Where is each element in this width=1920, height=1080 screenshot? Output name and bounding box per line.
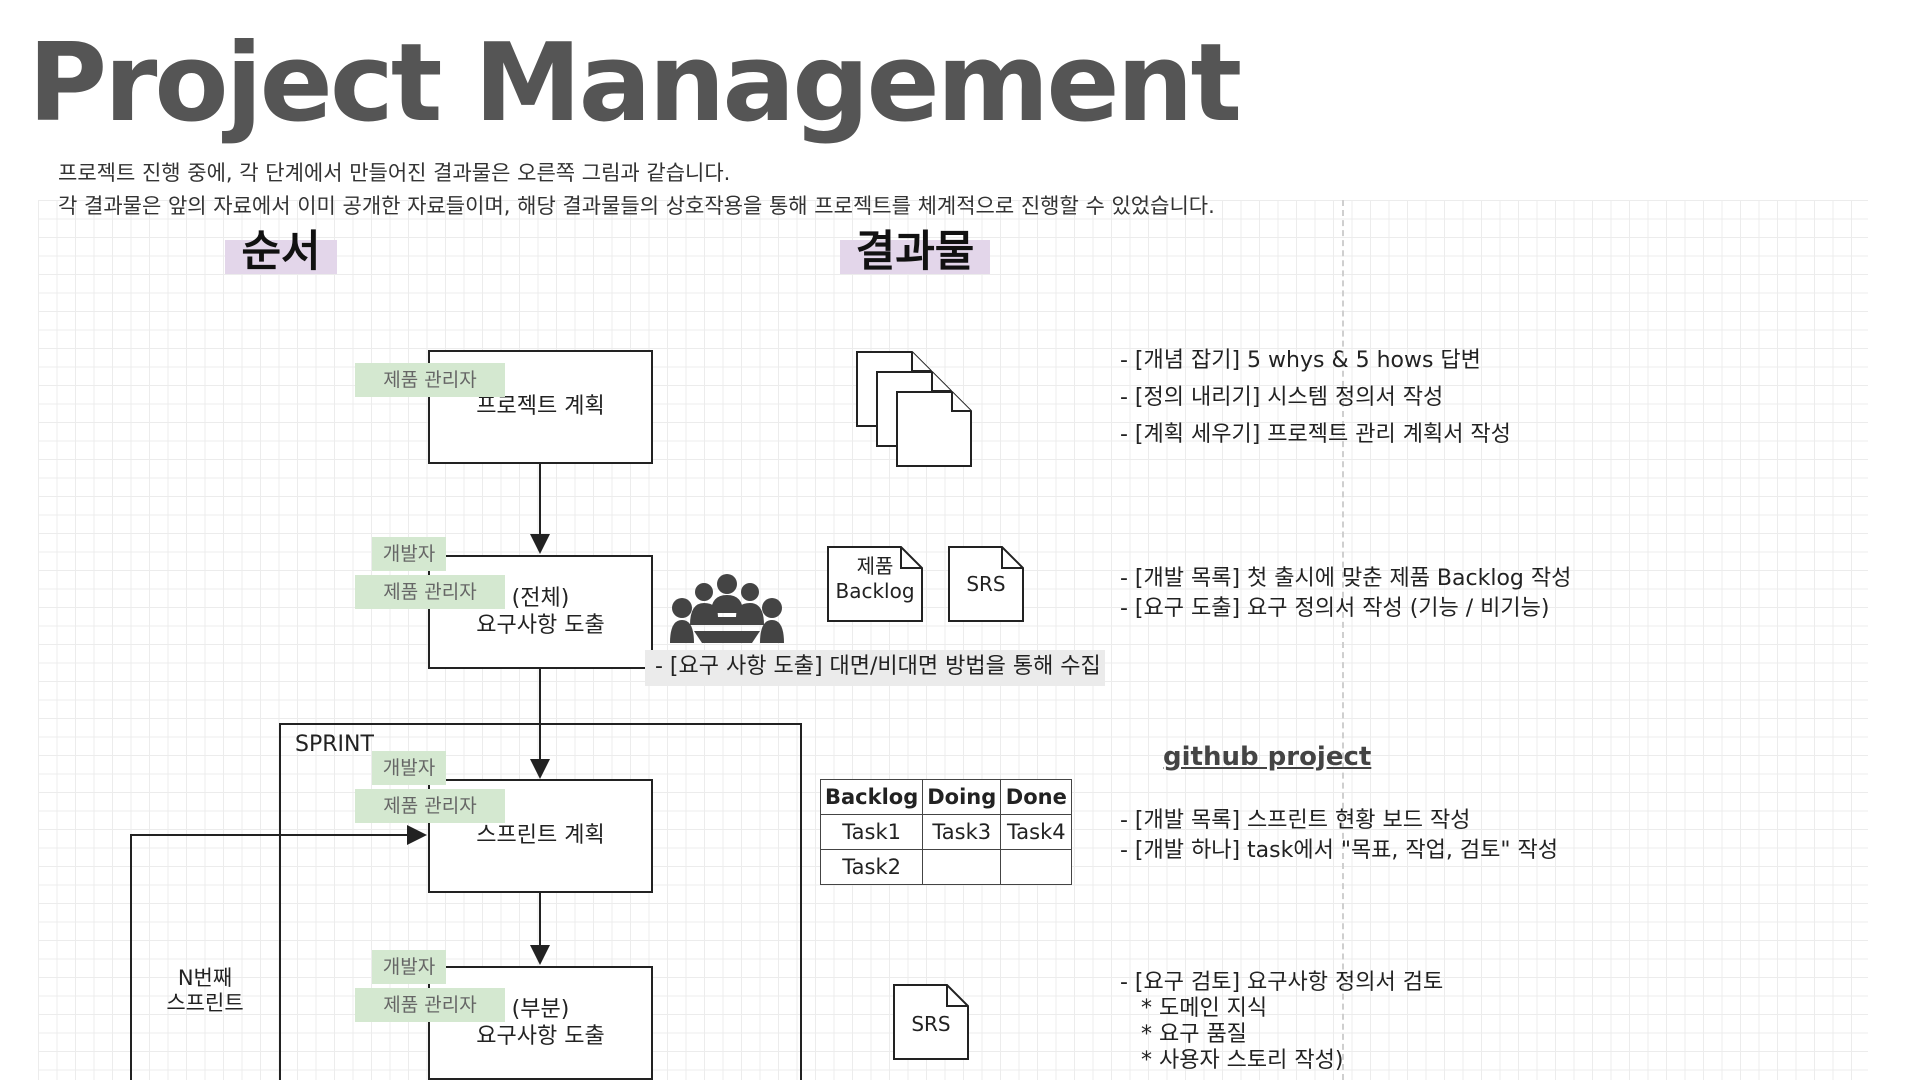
board-cell — [1000, 849, 1073, 885]
page-title: Project Management — [28, 21, 1242, 146]
board-cell: Task3 — [922, 814, 1002, 850]
order-header-highlight — [225, 240, 337, 274]
outputs-header: 결과물 — [855, 227, 975, 277]
loop-label: N번째 스프린트 — [166, 966, 244, 1016]
srs-doc-icon-2: SRS — [893, 984, 969, 1060]
dashed-divider — [1342, 200, 1344, 1080]
role-tag-pm: 제품 관리자 — [355, 575, 505, 609]
gathering-note: - [요구 사항 도출] 대면/비대면 방법을 통해 수집 — [655, 654, 1101, 679]
table-row: Task2 — [819, 849, 1073, 885]
note-review-2: * 도메인 지식 — [1120, 996, 1268, 1021]
note-sprint-1: - [개발 목록] 스프린트 현황 보드 작성 — [1120, 808, 1471, 833]
note-sprint-2: - [개발 하나] task에서 "목표, 작업, 검토" 작성 — [1120, 838, 1558, 863]
sprint-board-table: Backlog Doing Done Task1 Task3 Task4 Tas… — [819, 779, 1073, 885]
step-full-requirements: (전체) 요구사항 도출 — [428, 555, 653, 669]
table-row: Task1 Task3 Task4 — [819, 814, 1073, 850]
board-cell: Task1 — [819, 814, 924, 850]
note-req-1: - [개발 목록] 첫 출시에 맞춘 제품 Backlog 작성 — [1120, 566, 1572, 591]
srs-doc-icon: SRS — [948, 546, 1024, 622]
github-project-link[interactable]: github project — [1163, 742, 1372, 772]
role-tag-dev: 개발자 — [372, 537, 446, 571]
product-backlog-doc-label: 제품 Backlog — [835, 554, 915, 603]
outputs-header-highlight — [840, 240, 990, 274]
sprint-frame — [279, 723, 802, 1080]
step-sprint-plan: 스프린트 계획 — [428, 779, 653, 893]
srs-doc-label-2: SRS — [911, 1012, 951, 1036]
note-review-4: * 사용자 스토리 작성) — [1120, 1048, 1344, 1073]
board-cell: Task4 — [1000, 814, 1073, 850]
role-tag-pm: 제품 관리자 — [355, 789, 505, 823]
step-partial-requirements: (부분) 요구사항 도출 — [428, 966, 653, 1080]
board-header-doing: Doing — [922, 779, 1002, 815]
role-tag-pm: 제품 관리자 — [355, 988, 505, 1022]
order-header: 순서 — [241, 227, 321, 277]
meeting-people-icon — [670, 574, 784, 643]
board-header-done: Done — [1000, 779, 1073, 815]
intro-line-1: 프로젝트 진행 중에, 각 단계에서 만들어진 결과물은 오른쪽 그림과 같습니… — [58, 161, 731, 185]
role-tag-dev: 개발자 — [372, 751, 446, 785]
role-tag-pm: 제품 관리자 — [355, 363, 505, 397]
role-tag-dev: 개발자 — [372, 950, 446, 984]
note-req-2: - [요구 도출] 요구 정의서 작성 (기능 / 비기능) — [1120, 596, 1550, 621]
note-review-3: * 요구 품질 — [1120, 1022, 1247, 1047]
board-cell: Task2 — [819, 849, 924, 885]
gathering-note-bg — [645, 650, 1105, 686]
grid-background — [38, 200, 1868, 1080]
note-plan-3: - [계획 세우기] 프로젝트 관리 계획서 작성 — [1120, 422, 1511, 447]
board-cell — [922, 849, 1002, 885]
srs-doc-label: SRS — [966, 572, 1006, 596]
board-header-backlog: Backlog — [819, 779, 924, 815]
product-backlog-doc-icon: 제품 Backlog — [827, 546, 923, 622]
note-plan-1: - [개념 잡기] 5 whys & 5 hows 답변 — [1120, 348, 1481, 373]
loop-arrow — [130, 825, 427, 1080]
sprint-label: SPRINT — [295, 732, 374, 757]
intro-line-2: 각 결과물은 앞의 자료에서 이미 공개한 자료들이며, 해당 결과물들의 상호… — [58, 194, 1215, 218]
note-review-1: - [요구 검토] 요구사항 정의서 검토 — [1120, 970, 1444, 995]
note-plan-2: - [정의 내리기] 시스템 정의서 작성 — [1120, 385, 1444, 410]
documents-stack-icon — [856, 351, 972, 467]
